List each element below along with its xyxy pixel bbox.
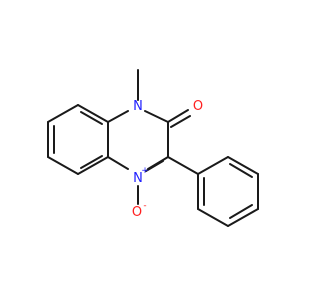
atom-label-carbonyl-o: O <box>193 99 203 114</box>
double-bond-inner <box>80 155 103 169</box>
carbonyl-bond <box>170 115 191 128</box>
bond <box>47 104 79 123</box>
phenyl-link-bond <box>167 156 199 175</box>
benzo-ring <box>47 104 109 175</box>
bond <box>144 110 169 123</box>
structure-canvas: N O N + O - <box>47 69 259 227</box>
double-bond-inner <box>80 111 103 125</box>
bond <box>77 156 109 175</box>
atom-label-n1: N <box>133 99 143 114</box>
phenyl-ring <box>197 156 259 227</box>
charge-plus: + <box>141 166 149 176</box>
bond <box>227 156 259 175</box>
bond <box>77 104 109 123</box>
carbonyl-bond <box>167 109 189 123</box>
double-bond-inner <box>145 160 164 172</box>
bond <box>107 110 129 123</box>
atom-label-oxide-o: O <box>132 205 142 220</box>
double-bond-inner <box>229 204 253 219</box>
double-bond-inner <box>229 163 253 178</box>
bond <box>227 208 259 227</box>
bond <box>107 156 129 170</box>
bond <box>197 156 229 175</box>
pyrazine-ring <box>107 110 169 172</box>
bond <box>47 156 79 175</box>
molecule-diagram: N O N + O - <box>47 69 259 227</box>
atom-label-n4: N <box>133 171 143 186</box>
bond <box>197 208 229 227</box>
charge-minus: - <box>143 201 146 211</box>
